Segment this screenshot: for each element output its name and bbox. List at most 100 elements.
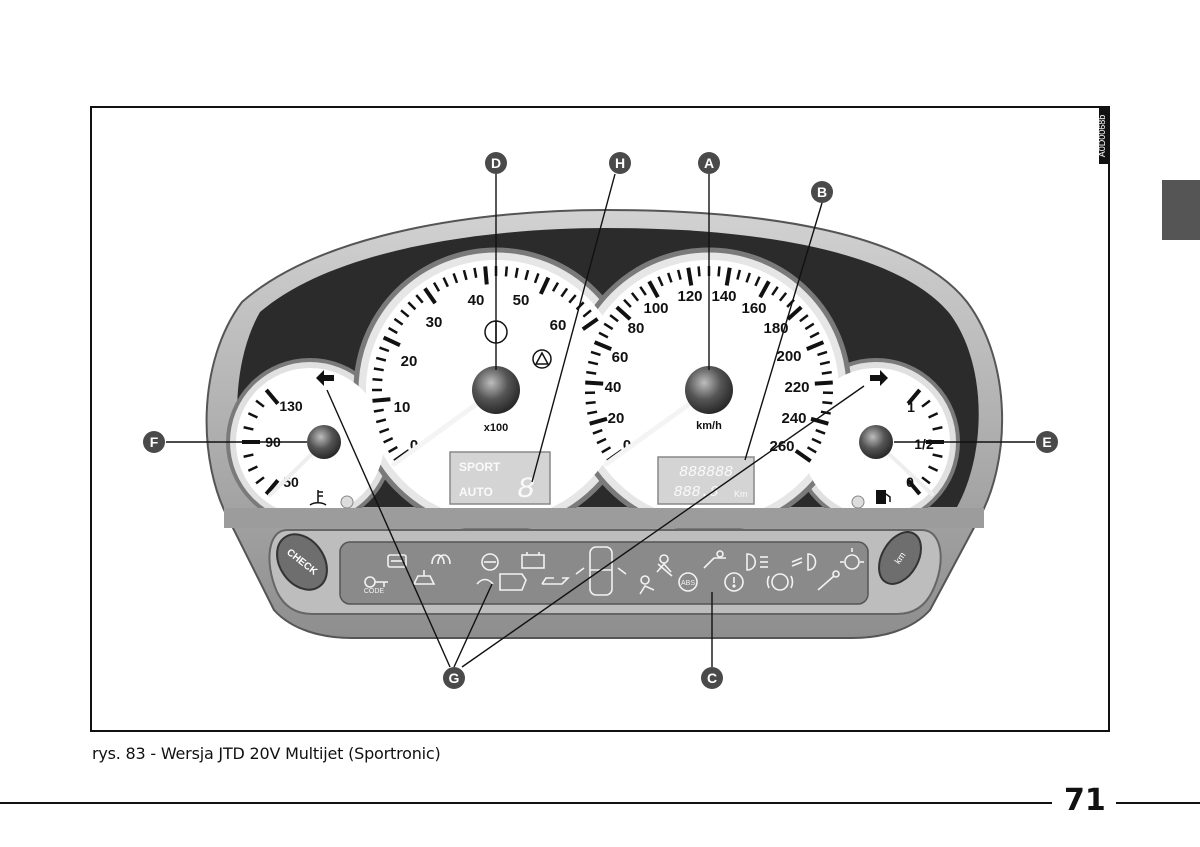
figure-code-stamp: A0D0068b	[1097, 108, 1108, 164]
speedometer-tick	[814, 380, 833, 386]
speedometer-tick	[821, 370, 832, 375]
speedometer-tick	[593, 340, 612, 351]
speedometer-tick	[647, 280, 660, 299]
odometer-top-value: 888888	[679, 464, 733, 481]
fuel-tick	[932, 426, 943, 431]
speedometer-tick	[717, 266, 721, 277]
tachometer-tick	[383, 437, 394, 444]
speedometer-tick	[585, 400, 596, 405]
tachometer-tick	[452, 273, 459, 284]
speedometer-tick	[817, 350, 828, 357]
footer-rule-right	[1116, 802, 1200, 804]
tachometer-tick	[387, 445, 398, 454]
speedometer-tick	[745, 272, 752, 283]
service-warning-icon	[532, 349, 552, 369]
speedometer-tick	[758, 280, 771, 299]
speed-label-240: 240	[781, 410, 806, 427]
speedometer-tick	[778, 292, 788, 302]
temperature-warning-lamp	[340, 495, 354, 509]
speedometer-tick	[736, 269, 742, 280]
page-number: 71	[1064, 783, 1106, 818]
speedometer-tick	[822, 400, 833, 405]
callout-e-label: E	[1042, 434, 1051, 450]
tachometer-tick	[407, 301, 417, 311]
speedometer-hub	[685, 366, 733, 414]
temperature-tick	[247, 412, 258, 419]
tachometer-tick	[462, 269, 468, 281]
speedometer-tick	[639, 286, 647, 296]
tachometer-tick	[372, 377, 383, 382]
tachometer-tick	[415, 294, 424, 304]
fuel-tick	[928, 465, 939, 472]
speedometer-tick	[786, 305, 803, 321]
svg-text:ABS: ABS	[681, 580, 695, 587]
temperature-tick	[264, 388, 280, 405]
fuel-reserve-lamp	[851, 495, 865, 509]
tachometer-tick	[400, 309, 410, 318]
speed-label-220: 220	[784, 379, 809, 396]
tachometer-tick	[372, 397, 391, 403]
speedometer-unit: km/h	[696, 420, 722, 432]
tachometer-tick	[581, 317, 599, 331]
tachometer-tick	[375, 418, 387, 424]
speedometer-tick	[615, 305, 632, 321]
speedometer-tick	[810, 416, 829, 426]
chapter-tab-marker	[1162, 180, 1200, 240]
tachometer-hub	[472, 366, 520, 414]
warning-lights-panel	[339, 541, 869, 605]
speedometer-tick	[587, 360, 599, 366]
speedometer-tick	[771, 286, 779, 296]
tachometer-tick	[514, 267, 519, 278]
cruise-control-icon	[817, 570, 840, 591]
tacho-label-30: 30	[426, 314, 443, 331]
callout-c-label: C	[707, 670, 717, 686]
brake-pad-wear-icon	[766, 573, 794, 591]
tachometer-tick	[568, 294, 577, 304]
left-turn-arrow-icon	[316, 370, 334, 386]
exterior-lights-fault-icon	[840, 548, 864, 570]
speedometer-tick	[598, 331, 609, 339]
speedometer-tick	[592, 428, 603, 435]
odometer-bottom-value: 888.8	[673, 484, 718, 501]
speed-label-180: 180	[763, 320, 788, 337]
speed-label-40: 40	[605, 379, 622, 396]
footer-rule-left	[0, 802, 1052, 804]
km-button[interactable]: km	[870, 525, 929, 591]
tacho-label-0: 0	[410, 437, 418, 454]
odometer-unit: Km	[734, 489, 748, 499]
speedometer-tick	[609, 314, 619, 323]
leader-h	[531, 173, 616, 483]
leader-b	[744, 202, 823, 461]
speed-label-100: 100	[643, 300, 668, 317]
callout-leader-lines	[166, 173, 1035, 668]
callout-e: E	[1036, 431, 1058, 453]
figure-frame: CHECK km ABS	[90, 106, 1110, 732]
tachometer-tick	[551, 281, 560, 292]
tachometer-tick	[393, 317, 404, 326]
temp-label-130: 130	[279, 398, 303, 414]
speedometer-tick	[806, 340, 825, 351]
fuel-tick	[932, 453, 943, 458]
temperature-tick	[255, 476, 265, 485]
tachometer-tick	[533, 273, 540, 284]
fuel-tick	[928, 412, 939, 419]
callout-c: C	[701, 667, 723, 689]
check-button[interactable]: CHECK	[267, 525, 337, 599]
speedometer-tick	[697, 266, 701, 277]
glow-plug-icon	[431, 554, 451, 565]
tachometer-tick	[379, 346, 390, 353]
speed-label-160: 160	[741, 300, 766, 317]
instrument-cluster-illustration: CHECK km ABS	[143, 108, 1108, 689]
tachometer-tick	[373, 367, 384, 372]
tachometer-tick	[524, 269, 530, 281]
callout-d-label: D	[491, 155, 501, 171]
leader-g-3	[461, 385, 865, 668]
speedometer-tick	[799, 314, 809, 323]
gear-display: SPORT AUTO 8	[449, 451, 551, 507]
temperature-hub	[307, 425, 341, 459]
callout-b: B	[811, 181, 833, 203]
speedometer-tick	[666, 272, 673, 283]
speedometer-tick	[806, 446, 817, 454]
tachometer-tick	[432, 281, 441, 292]
water-in-fuel-icon	[476, 578, 494, 585]
